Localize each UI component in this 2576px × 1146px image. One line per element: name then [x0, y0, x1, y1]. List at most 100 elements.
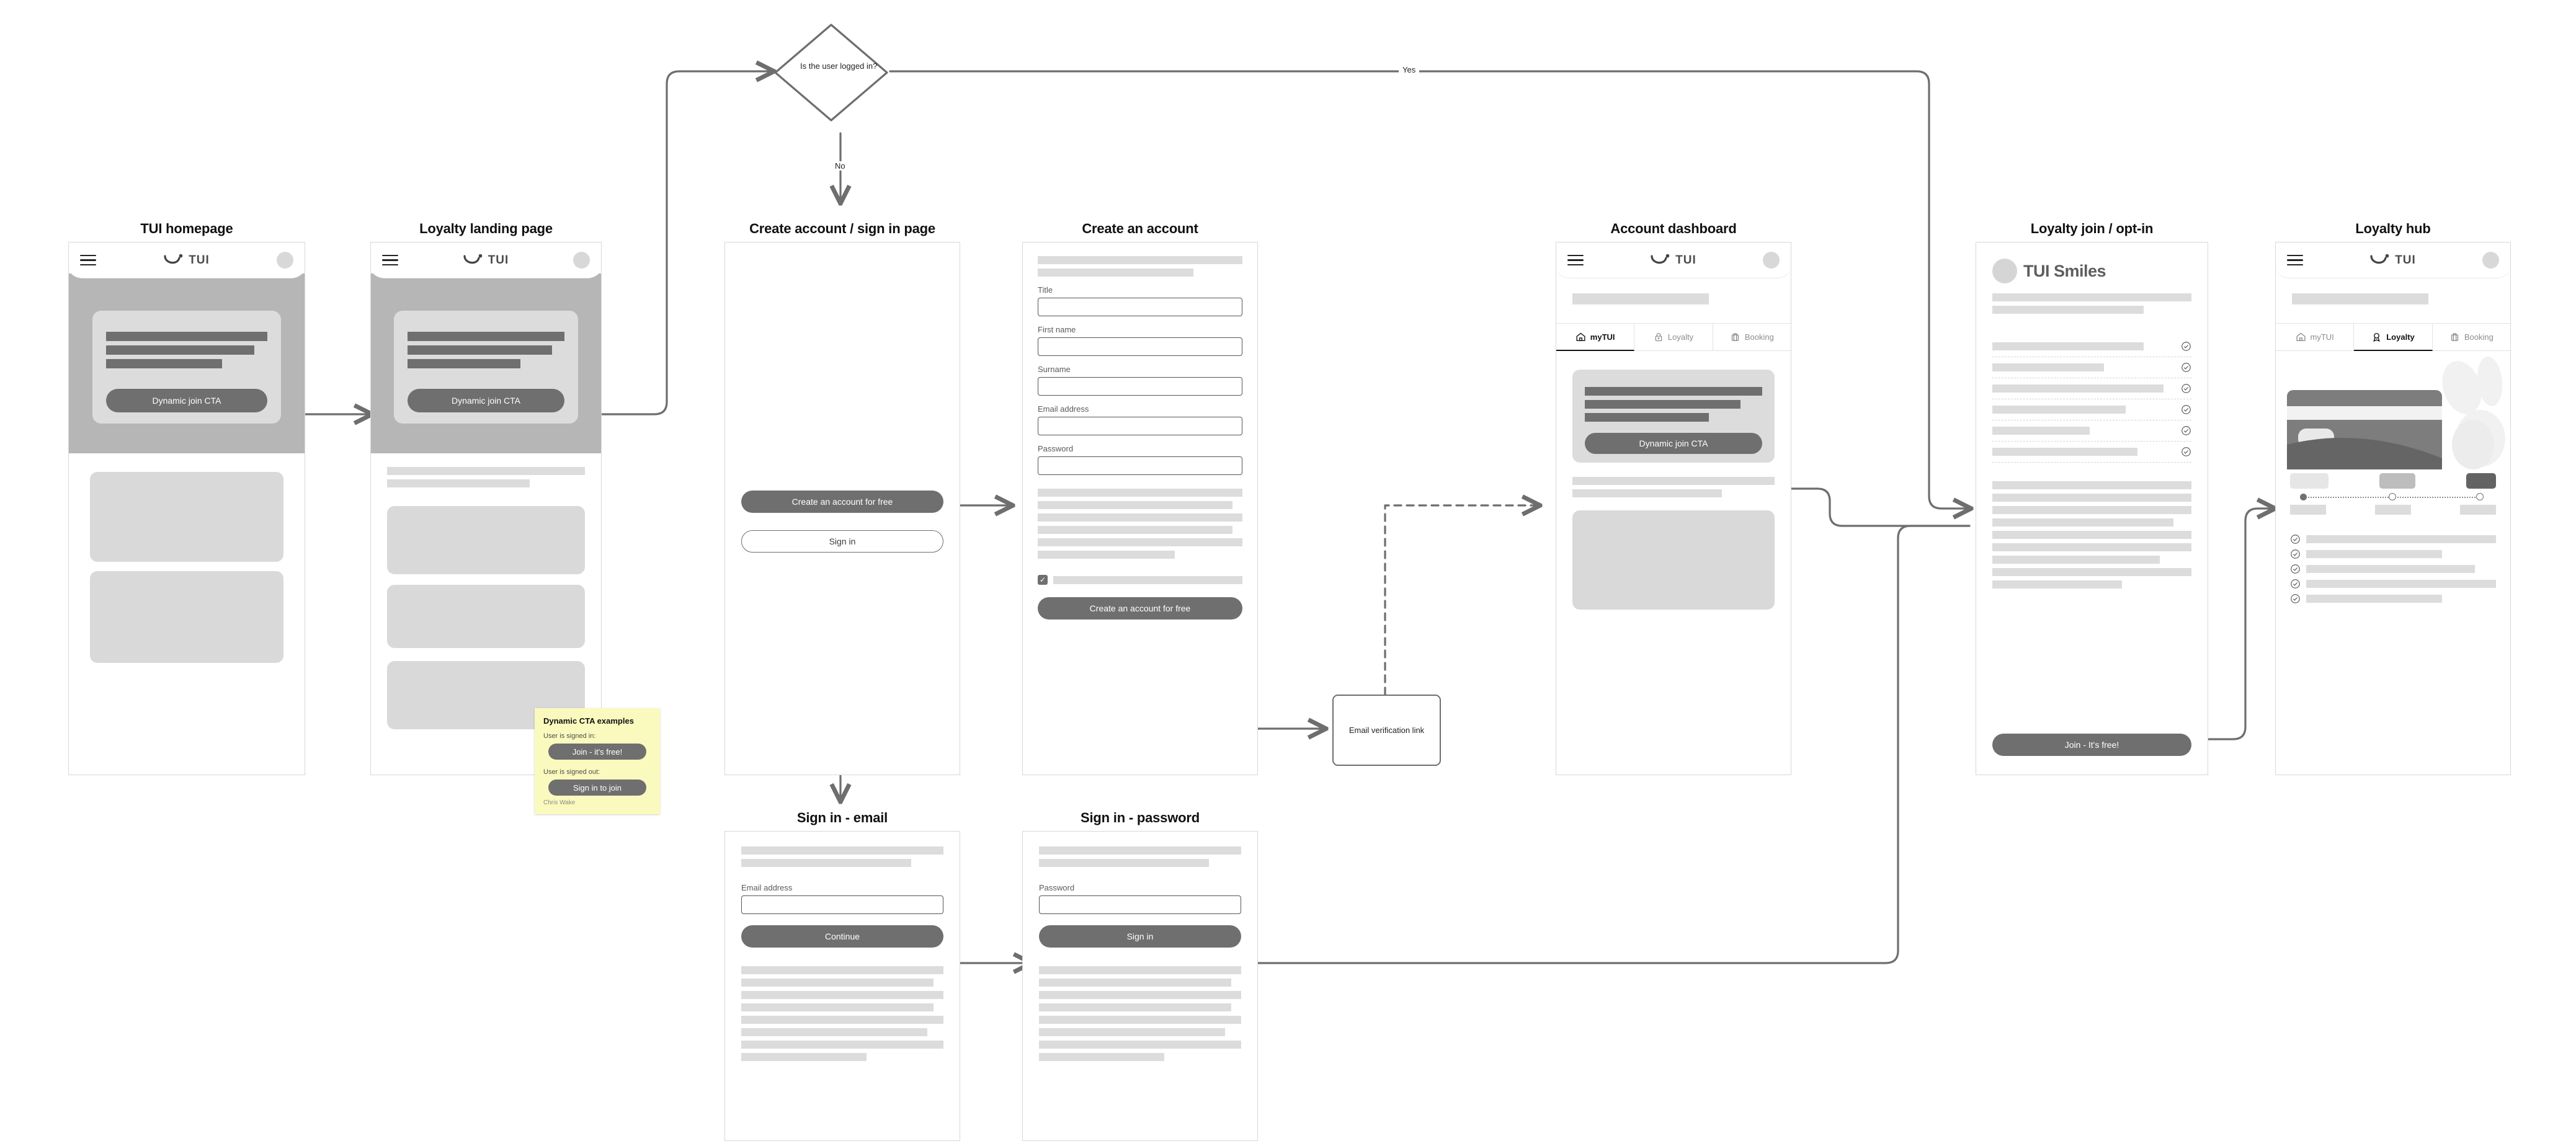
award-icon: [2373, 332, 2381, 342]
hero-banner: Dynamic join CTA: [69, 273, 305, 453]
text-line: [386, 467, 586, 475]
sticky-cta-signed-in[interactable]: Join - it's free!: [548, 744, 646, 760]
field-label-surname: Surname: [1038, 365, 1071, 374]
hero-text-line: [106, 345, 255, 355]
input-title[interactable]: [1038, 298, 1242, 316]
benefit-row: [1992, 399, 2191, 420]
consent-checkbox[interactable]: ✓: [1038, 575, 1048, 585]
dynamic-join-cta[interactable]: Dynamic join CTA: [408, 389, 564, 412]
text-line: [1572, 477, 1775, 485]
app-bar: TUI: [69, 242, 305, 278]
input-surname[interactable]: [1038, 377, 1242, 396]
menu-icon[interactable]: [80, 254, 96, 266]
dynamic-join-cta[interactable]: Dynamic join CTA: [106, 389, 267, 412]
text-line: [1992, 580, 2122, 589]
stepper-dot[interactable]: [2476, 493, 2484, 500]
promo-text-line: [1585, 387, 1762, 396]
menu-icon[interactable]: [382, 254, 398, 266]
input-email[interactable]: [741, 895, 943, 914]
avatar[interactable]: [1762, 252, 1780, 269]
screen-loyalty-landing: Loyalty landing page TUI Dynamic join CT…: [370, 221, 602, 775]
screen-loyalty-optin: Loyalty join / opt-in TUI Smiles: [1976, 221, 2208, 775]
check-circle-icon: [2182, 405, 2191, 414]
sign-in-button[interactable]: Sign in: [741, 530, 943, 553]
create-account-submit-button[interactable]: Create an account for free: [1038, 597, 1242, 620]
benefit-row: [1992, 420, 2191, 442]
check-circle-icon: [2182, 447, 2191, 456]
tier-label: [2289, 505, 2326, 515]
promo-card: Dynamic join CTA: [1572, 370, 1775, 463]
stepper-dot-active[interactable]: [2299, 494, 2307, 500]
text-line: [1992, 531, 2191, 539]
hero-text-line: [408, 359, 521, 368]
screen-tui-homepage: TUI homepage TUI Dynamic join CTA: [68, 221, 305, 775]
lock-icon: [1655, 332, 1662, 342]
benefit-row: [2290, 549, 2497, 559]
text-line: [1039, 991, 1241, 999]
menu-icon[interactable]: [1567, 254, 1584, 266]
avatar[interactable]: [573, 252, 590, 269]
tui-logo: TUI: [2369, 254, 2416, 267]
dynamic-join-cta[interactable]: Dynamic join CTA: [1585, 433, 1762, 454]
text-line: [741, 1053, 867, 1061]
input-password[interactable]: [1038, 456, 1242, 475]
sign-in-submit-button[interactable]: Sign in: [1039, 925, 1241, 948]
tab-mytui[interactable]: myTUI: [2276, 324, 2355, 351]
loyalty-card-illustration: [2276, 352, 2510, 469]
app-bar: TUI: [1556, 242, 1791, 278]
avatar[interactable]: [2482, 252, 2499, 269]
tier-badge: [2379, 473, 2415, 489]
benefit-row: [1992, 357, 2191, 378]
text-line: [1039, 1028, 1225, 1036]
avatar[interactable]: [276, 252, 293, 269]
text-line: [1038, 526, 1232, 534]
benefits-list: [2290, 534, 2497, 608]
text-line: [1992, 518, 2174, 526]
tab-loyalty[interactable]: Loyalty: [2354, 324, 2433, 351]
content-block: [90, 571, 283, 663]
tab-booking[interactable]: Booking: [1713, 324, 1791, 351]
text-line: [1039, 1016, 1241, 1024]
continue-button[interactable]: Continue: [741, 925, 943, 948]
benefits-list: [1992, 336, 2191, 463]
content-block: [1572, 510, 1775, 610]
brand-wordmark: TUI: [189, 253, 210, 267]
screen-title: Sign in - email: [796, 810, 888, 825]
greeting-text-line: [2292, 293, 2428, 304]
field-label-email: Email address: [741, 883, 793, 892]
screen-create-account: Create an account Title First name Surna…: [1022, 221, 1258, 775]
text-line: [741, 846, 943, 855]
input-email[interactable]: [1038, 417, 1242, 435]
menu-icon[interactable]: [2287, 254, 2303, 266]
create-account-button[interactable]: Create an account for free: [741, 491, 943, 513]
check-circle-icon: [2290, 594, 2300, 603]
screen-signin-password: Sign in - password Password Sign in: [1022, 810, 1258, 1141]
screen-title: Loyalty hub: [2355, 221, 2431, 236]
text-line: [1039, 846, 1241, 855]
app-bar: TUI: [371, 242, 601, 278]
brand-wordmark: TUI: [2395, 253, 2416, 267]
stepper-dot[interactable]: [2389, 493, 2397, 500]
text-line: [1038, 489, 1242, 497]
decision-label: Is the user logged in?: [800, 61, 878, 71]
greeting-text-line: [1572, 293, 1709, 304]
text-line: [1038, 501, 1232, 509]
screen-signin-email: Sign in - email Email address Continue: [724, 810, 960, 1141]
screen-title: Sign in - password: [1081, 810, 1200, 825]
tab-loyalty[interactable]: Loyalty: [1634, 324, 1713, 351]
text-line: [1038, 538, 1242, 546]
join-button[interactable]: Join - It's free!: [1992, 734, 2191, 756]
input-password[interactable]: [1039, 895, 1241, 914]
dashboard-tabs: myTUI Loyalty Booking: [1556, 323, 1791, 351]
decision-diamond: [774, 24, 888, 122]
sticky-signed-out-label: User is signed out:: [543, 768, 600, 776]
input-first-name[interactable]: [1038, 337, 1242, 356]
text-line: [1039, 1003, 1231, 1011]
tab-booking[interactable]: Booking: [2432, 324, 2510, 351]
benefit-row: [2290, 593, 2497, 604]
loyalty-hub-tabs: myTUI Loyalty Booking: [2276, 323, 2510, 351]
tab-mytui[interactable]: myTUI: [1556, 324, 1635, 351]
check-circle-icon: [2290, 579, 2300, 589]
text-line: [741, 859, 911, 867]
sticky-cta-signed-out[interactable]: Sign in to join: [548, 780, 646, 796]
